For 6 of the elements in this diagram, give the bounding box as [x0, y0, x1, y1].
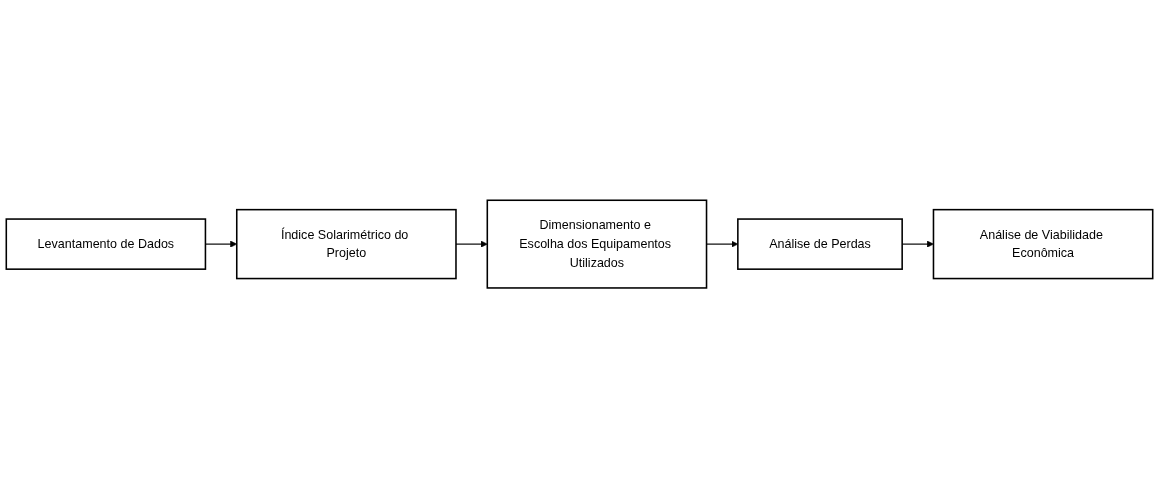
- node-box: Dimensionamento e Escolha dos Equipamentos Utilizados: [486, 199, 708, 289]
- node-box: Índice Solarimétrico do Projeto: [235, 208, 457, 280]
- arrow: [455, 240, 488, 248]
- node-box: Levantamento de Dados: [5, 218, 207, 270]
- node-box: Análise de Perdas: [737, 218, 903, 270]
- node-box: Análise de Viabilidade Econômica: [932, 208, 1154, 280]
